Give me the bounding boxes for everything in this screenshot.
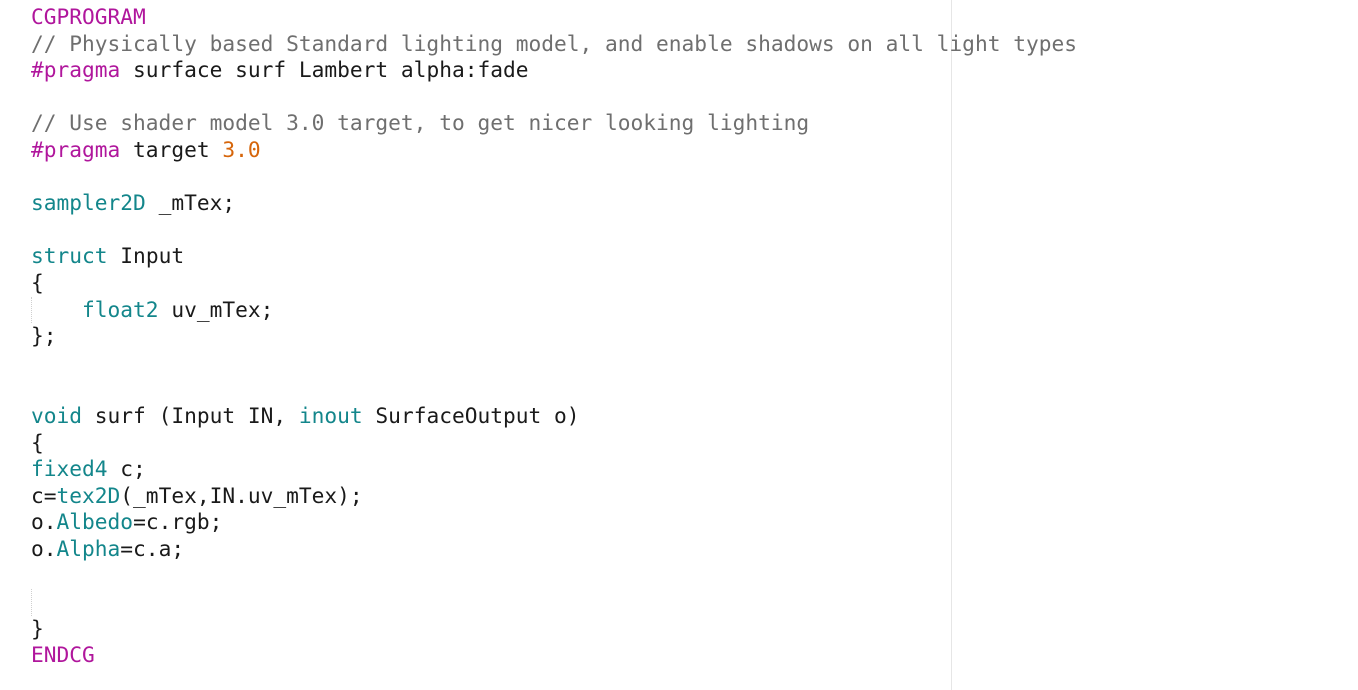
- type-sampler2d: sampler2D: [31, 190, 146, 216]
- indent-guide: [31, 589, 32, 616]
- code-line-24: }: [31, 616, 1077, 643]
- code-text: =c.a;: [120, 535, 185, 561]
- code-text: SurfaceOutput o): [362, 402, 580, 428]
- code-line-10: struct Input: [31, 243, 1077, 270]
- code-line-7: [31, 164, 1077, 191]
- comment: // Physically based Standard lighting mo…: [31, 30, 1077, 56]
- indent: [31, 297, 82, 322]
- code-text: }: [31, 615, 44, 641]
- code-line-19: c=tex2D(_mTex,IN.uv_mTex);: [31, 483, 1077, 510]
- code-text: c;: [107, 456, 146, 482]
- code-text: uv_mTex;: [158, 296, 274, 322]
- code-text: {: [31, 429, 44, 455]
- keyword-pragma: #pragma: [31, 136, 121, 162]
- keyword-void: void: [31, 402, 83, 428]
- code-lines[interactable]: CGPROGRAM // Physically based Standard l…: [31, 4, 1077, 669]
- field-albedo: Albedo: [56, 509, 134, 535]
- indent-guide: [31, 296, 32, 324]
- code-text: {: [31, 269, 44, 295]
- keyword-cgprogram: CGPROGRAM: [31, 4, 146, 29]
- code-line-11: {: [31, 270, 1077, 297]
- code-line-3: #pragma surface surf Lambert alpha:fade: [31, 57, 1077, 84]
- code-text: c=: [31, 482, 57, 508]
- code-text: o.: [31, 535, 57, 561]
- field-alpha: Alpha: [56, 535, 121, 561]
- code-text: =c.rgb;: [133, 509, 223, 535]
- code-line-6: #pragma target 3.0: [31, 137, 1077, 164]
- code-text: o.: [31, 509, 57, 535]
- code-line-25: ENDCG: [31, 642, 1077, 669]
- code-line-16: void surf (Input IN, inout SurfaceOutput…: [31, 403, 1077, 430]
- code-text: Input: [107, 243, 185, 269]
- code-text: surf (Input IN,: [82, 402, 299, 428]
- keyword-endcg: ENDCG: [31, 642, 95, 668]
- code-line-5: // Use shader model 3.0 target, to get n…: [31, 110, 1077, 137]
- type-fixed4: fixed4: [31, 456, 108, 482]
- keyword-struct: struct: [31, 243, 108, 269]
- code-line-4: [31, 84, 1077, 111]
- code-text: (_mTex,IN.uv_mTex);: [120, 482, 363, 508]
- code-text: };: [31, 323, 57, 349]
- code-line-15: [31, 376, 1077, 403]
- code-line-21: o.Alpha=c.a;: [31, 536, 1077, 563]
- code-line-20: o.Albedo=c.rgb;: [31, 509, 1077, 536]
- code-line-2: // Physically based Standard lighting mo…: [31, 31, 1077, 58]
- code-text: _mTex;: [145, 190, 236, 216]
- code-line-1: CGPROGRAM: [31, 4, 1077, 31]
- function-tex2d: tex2D: [56, 482, 121, 508]
- column-guide-line: [951, 0, 952, 690]
- code-line-14: [31, 350, 1077, 377]
- code-line-9: [31, 217, 1077, 244]
- code-text: target: [120, 136, 223, 162]
- code-line-22: [31, 562, 1077, 589]
- comment: // Use shader model 3.0 target, to get n…: [31, 110, 810, 136]
- keyword-inout: inout: [298, 402, 363, 428]
- code-line-8: sampler2D _mTex;: [31, 190, 1077, 217]
- code-line-13: };: [31, 323, 1077, 350]
- code-line-18: fixed4 c;: [31, 456, 1077, 483]
- keyword-pragma: #pragma: [31, 57, 121, 83]
- code-text: surface surf Lambert alpha:fade: [120, 57, 529, 83]
- type-float2: float2: [82, 296, 159, 322]
- code-line-12: float2 uv_mTex;: [31, 296, 1077, 324]
- code-line-23: [31, 589, 1077, 616]
- number-literal: 3.0: [222, 136, 261, 162]
- code-line-17: {: [31, 430, 1077, 457]
